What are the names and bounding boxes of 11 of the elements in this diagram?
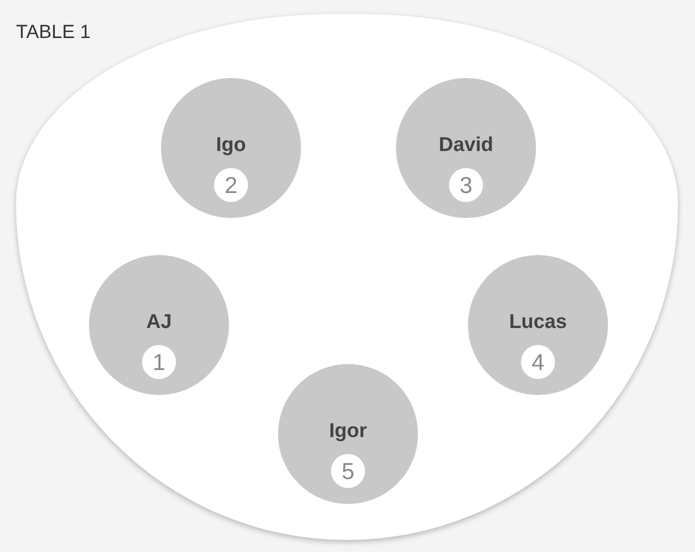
seat-number-badge: 2 — [214, 168, 248, 202]
guest-name: AJ — [145, 311, 173, 334]
seat-number-badge: 5 — [331, 454, 365, 488]
guest-name: David — [438, 134, 494, 157]
table-label: TABLE 1 — [16, 22, 91, 44]
seat-number-badge: 3 — [449, 168, 483, 202]
guest-name: Igor — [328, 420, 368, 443]
seat-number-badge: 4 — [521, 345, 555, 379]
guest-name: Igo — [215, 134, 247, 157]
seat-number-badge: 1 — [142, 345, 176, 379]
guest-name: Lucas — [508, 311, 568, 334]
